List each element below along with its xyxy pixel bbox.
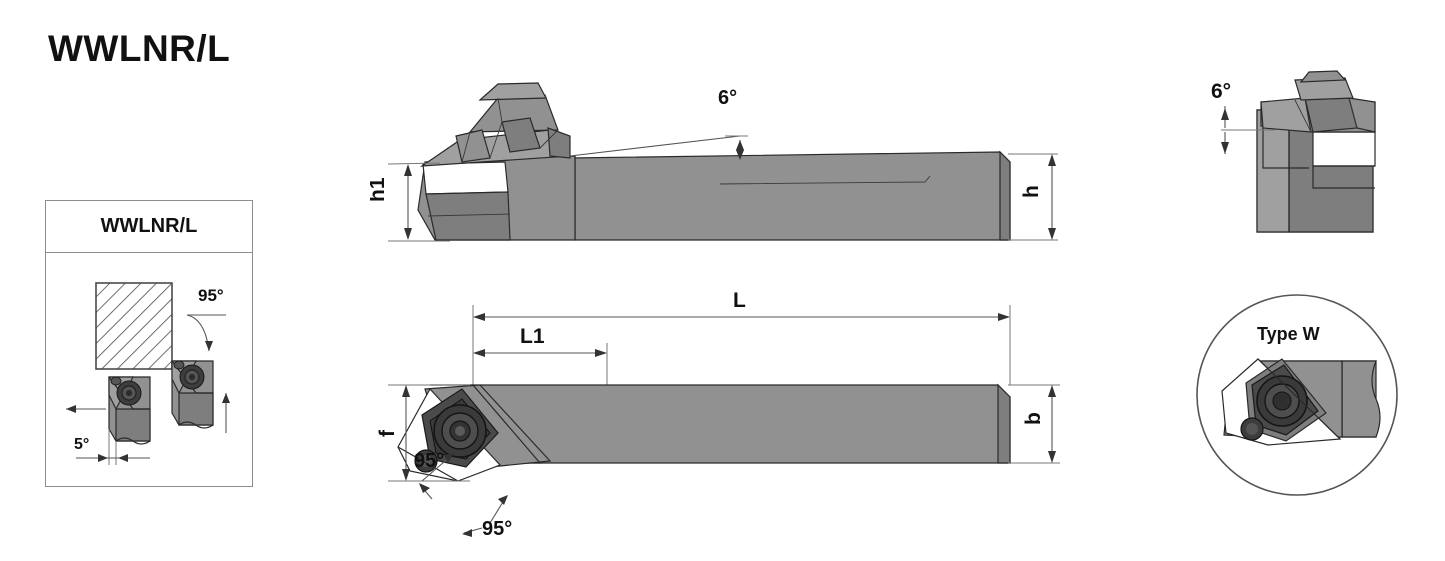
dimension-f-label: f (376, 429, 399, 437)
dimension-b (1008, 384, 1060, 464)
shank-body-top (472, 384, 1011, 464)
type-w-detail: Type W (1196, 294, 1398, 496)
tool-head-top (397, 384, 552, 482)
dimension-angle-95-lower-label: 95° (482, 518, 512, 540)
dimension-angle-95-upper (419, 453, 454, 500)
dimension-h-label: h (1020, 185, 1043, 198)
type-w-insert (1221, 358, 1342, 446)
dimension-angle-95-lower (462, 495, 508, 537)
page-title: WWLNR/L (48, 28, 231, 69)
detail-angle-6-leader (1221, 106, 1275, 154)
front-step-line (1262, 128, 1309, 169)
shank-body-side (569, 151, 1011, 241)
front-clamp-stack (1260, 70, 1376, 133)
inset-angle-95-label: 95° (198, 286, 224, 305)
detail-angle-6-label: 6° (1211, 80, 1231, 103)
tool-holder-right (171, 360, 214, 429)
feed-arrow-horizontal (66, 405, 106, 413)
dimension-L (472, 305, 1011, 385)
dimension-h1 (387, 162, 450, 242)
inset-card: WWLNR/L (45, 200, 253, 487)
front-view-detail: 6° (1211, 70, 1376, 233)
tool-head-side (417, 82, 576, 241)
top-view-drawing: L L1 (376, 289, 1060, 540)
shank-chamfer-line (719, 175, 931, 185)
inset-card-header-label: WWLNR/L (100, 215, 198, 237)
dimension-L-label: L (733, 289, 746, 312)
side-view-drawing: h1 6° h (370, 82, 1058, 242)
front-lower-step (1312, 166, 1375, 189)
detail-circle-outline (1196, 294, 1398, 496)
dimension-angle-95-upper-label: 95° (414, 450, 444, 472)
workpiece-hatched (95, 282, 173, 370)
inset-angle-5-label: 5° (74, 436, 89, 453)
dimension-h1-label: h1 (370, 177, 389, 202)
dimension-h (1008, 153, 1058, 241)
front-insert-face (1312, 131, 1376, 167)
tool-holder-left (108, 376, 151, 445)
type-w-label: Type W (1257, 324, 1320, 344)
inset-angle-5-leader (76, 429, 150, 465)
inset-angle-95-leader (186, 314, 226, 352)
inset-application-diagram: 95° 5° (66, 282, 230, 465)
dimension-angle-6-label: 6° (718, 87, 737, 109)
feed-arrow-vertical (222, 393, 230, 433)
inset-card-header: WWLNR/L (46, 201, 252, 253)
dimension-b-label: b (1022, 412, 1045, 425)
dimension-L1-label: L1 (520, 325, 545, 348)
dimension-f (388, 384, 470, 482)
dimension-angle-6 (569, 135, 748, 160)
shank-end-face (999, 150, 1011, 241)
shank-end-face-top (997, 383, 1011, 464)
